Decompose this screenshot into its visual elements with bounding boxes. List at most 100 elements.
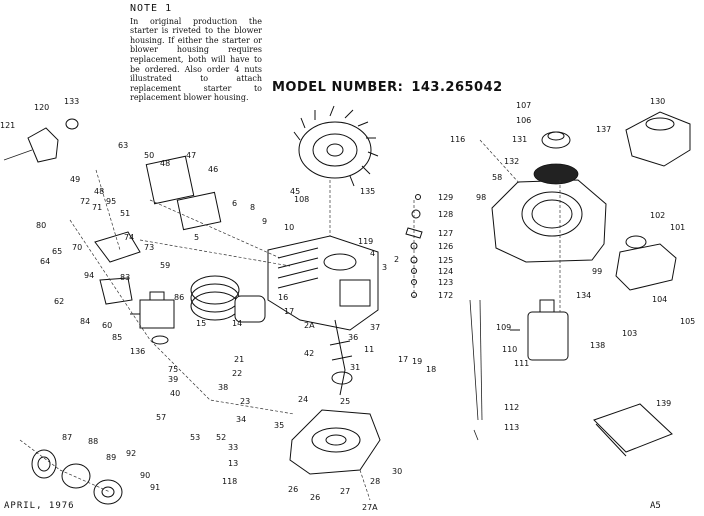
part-number-label: 21 (234, 355, 244, 364)
part-number-label: 90 (140, 471, 150, 480)
part-number-label: 48 (160, 159, 170, 168)
part-number-label: 57 (156, 413, 166, 422)
part-number-label: 133 (64, 97, 79, 106)
air-cleaner-drawing (3, 118, 79, 163)
assembly-lines (19, 139, 561, 501)
part-number-label: 30 (392, 467, 402, 476)
part-number-label: 47 (186, 151, 196, 160)
part-number-label: 63 (118, 141, 128, 150)
part-number-label: 120 (34, 103, 49, 112)
crankcase-drawing (289, 409, 381, 475)
part-number-label: 84 (80, 317, 90, 326)
part-number-label: 92 (126, 449, 136, 458)
part-number-label: 101 (670, 223, 685, 232)
crankshaft-drawing (329, 319, 353, 396)
part-number-label: 4 (370, 249, 375, 258)
part-number-label: 15 (196, 319, 206, 328)
part-number-label: 33 (228, 443, 238, 452)
footer-page-code: A5 (650, 501, 661, 511)
part-number-label: 45 (290, 187, 300, 196)
part-number-label: 23 (240, 397, 250, 406)
part-number-label: 19 (412, 357, 422, 366)
part-number-label: 8 (250, 203, 255, 212)
part-number-label: 102 (650, 211, 665, 220)
part-number-label: 130 (650, 97, 665, 106)
part-number-label: 124 (438, 267, 453, 276)
part-number-label: 107 (516, 101, 531, 110)
note-box: NOTE 1 In original production the starte… (130, 4, 262, 103)
part-number-label: 26 (310, 493, 320, 502)
fuel-tank-drawing (625, 111, 691, 167)
part-number-label: 125 (438, 256, 453, 265)
part-number-label: 52 (216, 433, 226, 442)
part-number-label: 10 (284, 223, 294, 232)
part-number-label: 83 (120, 273, 130, 282)
note-text: In original production the starter is ri… (130, 16, 262, 103)
part-number-label: 116 (450, 135, 465, 144)
part-number-label: 2 (394, 255, 399, 264)
part-number-label: 18 (426, 365, 436, 374)
part-number-label: 71 (92, 203, 102, 212)
part-number-label: 99 (592, 267, 602, 276)
part-number-label: 104 (652, 295, 667, 304)
part-number-label: 95 (106, 197, 116, 206)
part-number-label: 75 (168, 365, 178, 374)
part-number-label: 51 (120, 209, 130, 218)
part-number-label: 9 (262, 217, 267, 226)
model-number-heading: MODEL NUMBER:143.265042 (272, 80, 503, 95)
starter-parts-drawing (31, 449, 123, 505)
model-number-value: 143.265042 (411, 80, 503, 95)
part-number-label: 49 (70, 175, 80, 184)
part-number-label: 42 (304, 349, 314, 358)
part-number-label: 60 (102, 321, 112, 330)
part-number-label: 139 (656, 399, 671, 408)
note-title: NOTE 1 (130, 3, 173, 14)
part-number-label: 27 (340, 487, 350, 496)
part-number-label: 80 (36, 221, 46, 230)
part-number-label: 119 (358, 237, 373, 246)
part-number-label: 64 (40, 257, 50, 266)
part-number-label: 14 (232, 319, 242, 328)
blower-housing-drawing (491, 131, 607, 263)
control-assembly-drawing (479, 299, 569, 421)
part-number-label: 137 (596, 125, 611, 134)
part-number-label: 53 (190, 433, 200, 442)
part-number-label: 11 (364, 345, 374, 354)
part-number-label: 6 (232, 199, 237, 208)
part-number-label: 72 (80, 197, 90, 206)
part-number-label: 123 (438, 278, 453, 287)
part-number-label: 5 (194, 233, 199, 242)
part-number-label: 98 (476, 193, 486, 202)
part-number-label: 37 (370, 323, 380, 332)
part-number-label: 27A (362, 503, 378, 512)
part-number-label: 48 (94, 187, 104, 196)
part-number-label: 138 (590, 341, 605, 350)
part-number-label: 134 (576, 291, 591, 300)
part-number-label: 3 (382, 263, 387, 272)
part-number-label: 46 (208, 165, 218, 174)
part-number-label: 70 (72, 243, 82, 252)
part-number-label: 126 (438, 242, 453, 251)
part-number-label: 113 (504, 423, 519, 432)
part-number-label: 13 (228, 459, 238, 468)
part-number-label: 108 (294, 195, 309, 204)
part-labels: 121 120 133 63 50 48 47 46 49 48 95 72 7… (0, 97, 695, 512)
part-number-label: 91 (150, 483, 160, 492)
part-number-label: 118 (222, 477, 237, 486)
part-number-label: 62 (54, 297, 64, 306)
carburetor-drawing (130, 291, 175, 345)
part-number-label: 73 (144, 243, 154, 252)
part-number-label: 36 (348, 333, 358, 342)
part-number-label: 16 (278, 293, 288, 302)
part-number-label: 2A (304, 321, 315, 330)
part-number-label: 39 (168, 375, 178, 384)
part-number-label: 17 (398, 355, 408, 364)
part-number-label: 85 (112, 333, 122, 342)
part-number-label: 89 (106, 453, 116, 462)
part-number-label: 127 (438, 229, 453, 238)
part-number-label: 35 (274, 421, 284, 430)
part-number-label: 22 (232, 369, 242, 378)
part-number-label: 135 (360, 187, 375, 196)
part-number-label: 50 (144, 151, 154, 160)
